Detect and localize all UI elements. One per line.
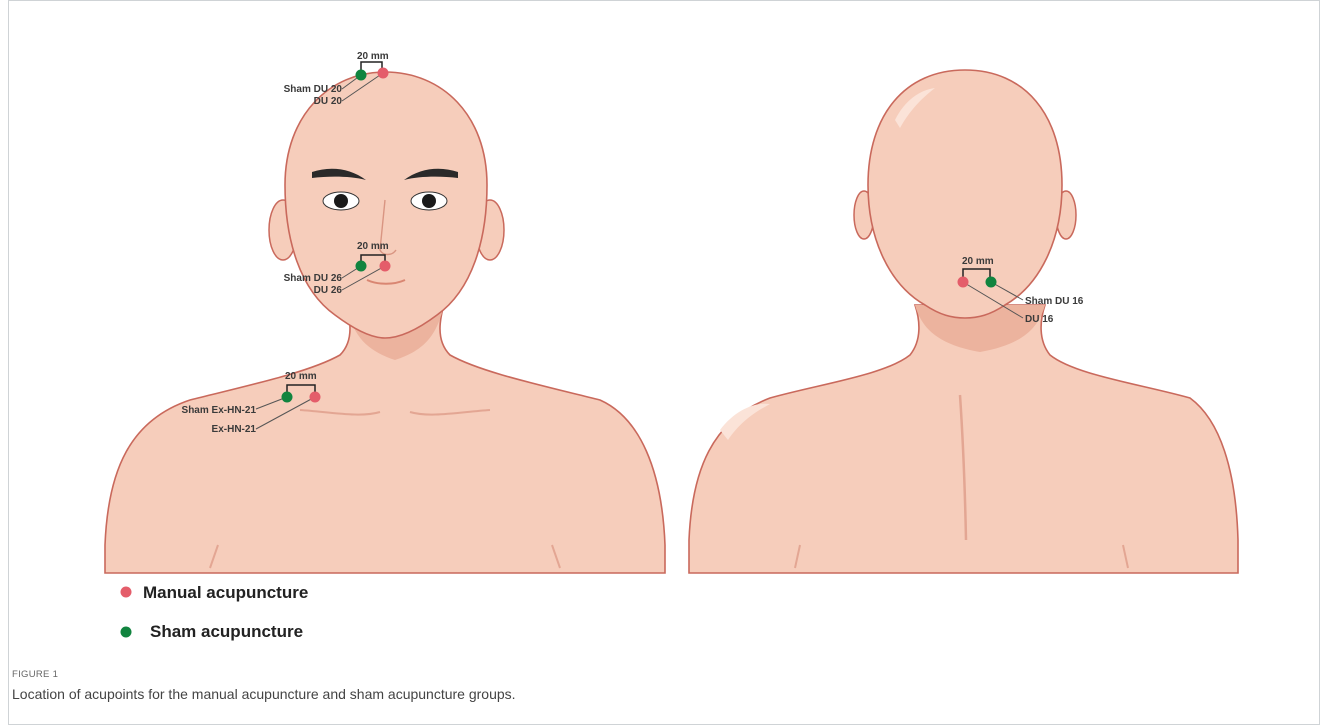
back-view: 20 mm Sham DU 16 DU 16 [689,70,1238,573]
exhn21-point [310,392,321,403]
du26-distance-label: 20 mm [357,241,389,252]
du20-point [378,68,389,79]
du26-label: DU 26 [314,285,343,296]
legend: Manual acupuncture Sham acupuncture [121,583,309,641]
sham-du16-label: Sham DU 16 [1025,296,1084,307]
front-head [285,72,487,338]
sham-du20-label: Sham DU 20 [284,84,343,95]
du16-point [958,277,969,288]
du20-label: DU 20 [314,96,343,107]
sham-du20-point [356,70,367,81]
legend-sham-label: Sham acupuncture [150,622,303,641]
sham-exhn21-point [282,392,293,403]
exhn21-distance-label: 20 mm [285,371,317,382]
legend-sham-marker [121,627,132,638]
du16-label: DU 16 [1025,314,1054,325]
front-view: 20 mm Sham DU 20 DU 20 20 mm Sham DU 26 … [105,51,665,573]
acupoint-figure: 20 mm Sham DU 20 DU 20 20 mm Sham DU 26 … [0,0,1322,665]
du16-distance-label: 20 mm [962,256,994,267]
figure-number: FIGURE 1 [12,669,58,680]
sham-du16-point [986,277,997,288]
sham-exhn21-label: Sham Ex-HN-21 [182,405,257,416]
sham-du26-point [356,261,367,272]
legend-manual-label: Manual acupuncture [143,583,308,602]
du26-point [380,261,391,272]
exhn21-label: Ex-HN-21 [212,424,257,435]
legend-manual-marker [121,587,132,598]
figure-caption: Location of acupoints for the manual acu… [12,686,516,702]
front-pupil-right [422,194,436,208]
du20-distance-label: 20 mm [357,51,389,62]
front-pupil-left [334,194,348,208]
sham-du26-label: Sham DU 26 [284,273,343,284]
